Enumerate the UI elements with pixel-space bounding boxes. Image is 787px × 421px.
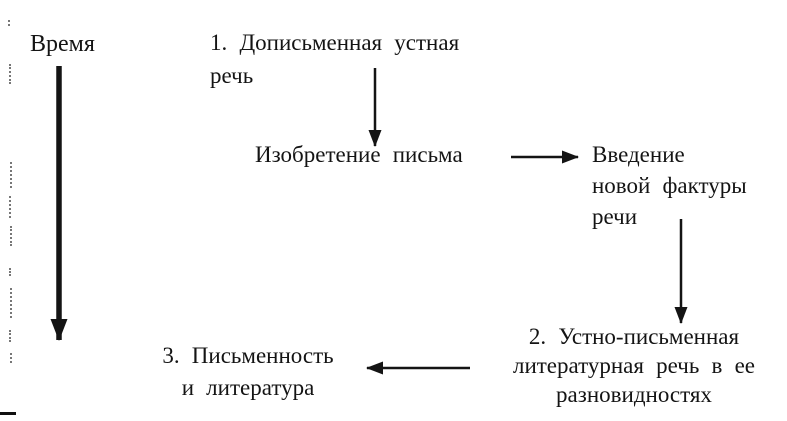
node-new-texture-of-speech: Введение новой фактуры речи xyxy=(592,139,747,232)
scan-artifact-mark xyxy=(8,20,10,26)
timeline-label: Время xyxy=(30,31,95,57)
node-oral-written-line3: разновидностях xyxy=(556,382,712,407)
scan-artifact-mark xyxy=(10,162,12,188)
node-new-texture-line3: речи xyxy=(592,204,638,229)
scan-artifact-mark xyxy=(10,226,12,246)
node-prewritten-line2: речь xyxy=(210,63,254,88)
scan-artifact-mark xyxy=(10,353,12,363)
scan-artifact-mark xyxy=(9,196,11,218)
scan-artifact-mark xyxy=(9,268,11,276)
node-new-texture-line2: новой фактуры xyxy=(592,173,747,198)
node-prewritten-oral-speech: 1. Дописьменная устная речь xyxy=(210,26,459,92)
scan-artifact-mark xyxy=(9,330,11,342)
node-prewritten-line1: 1. Дописьменная устная xyxy=(210,30,460,55)
node-writing-and-literature: 3. Письменность и литература xyxy=(122,340,374,404)
node-oral-written-line1: 2. Устно-письменная xyxy=(528,324,740,349)
scan-artifact-mark xyxy=(9,64,11,84)
node-new-texture-line1: Введение xyxy=(592,142,685,167)
scan-artifact-mark xyxy=(10,288,12,318)
node-writing-line2: и литература xyxy=(181,375,315,400)
node-oral-written-literary-speech: 2. Устно-письменная литературная речь в … xyxy=(485,322,783,409)
node-invention-of-writing: Изобретение письма xyxy=(255,142,463,167)
node-writing-line1: 3. Письменность xyxy=(162,343,334,368)
page-edge-line xyxy=(0,412,16,415)
node-oral-written-line2: литературная речь в ее xyxy=(512,353,756,378)
